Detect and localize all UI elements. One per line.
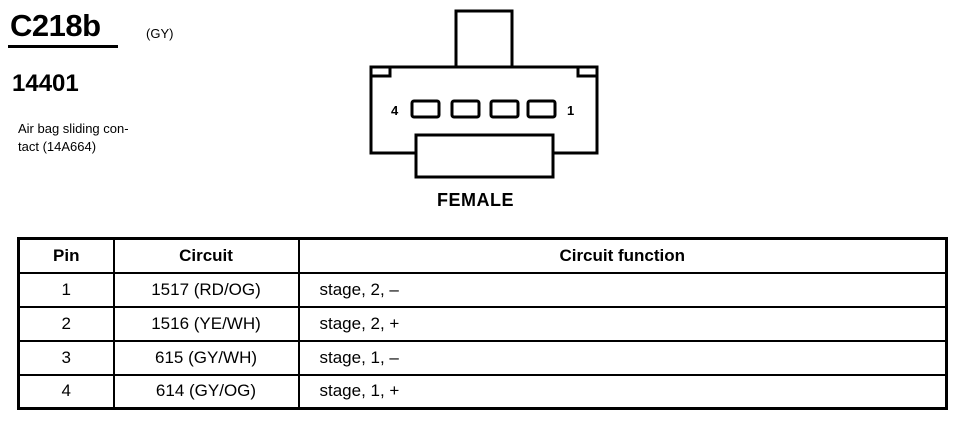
cell-pin: 2 bbox=[17, 305, 115, 342]
pin-cavity-3 bbox=[450, 99, 481, 119]
pin-label-right: 1 bbox=[567, 103, 574, 118]
pin-table: Pin Circuit Circuit function 1 1517 (RD/… bbox=[17, 237, 948, 410]
header-pin: Pin bbox=[17, 237, 115, 274]
description-line: tact (14A664) bbox=[18, 139, 97, 154]
table-row: 1 1517 (RD/OG) stage, 2, – bbox=[17, 271, 948, 308]
cell-pin: 3 bbox=[17, 339, 115, 376]
cell-pin: 1 bbox=[17, 271, 115, 308]
description-line: Air bag sliding con- bbox=[18, 121, 129, 136]
part-number: 14401 bbox=[12, 70, 79, 97]
cell-function: stage, 2, – bbox=[297, 271, 948, 308]
connector-description: Air bag sliding con- tact (14A664) bbox=[18, 120, 188, 156]
pin-cavity-4 bbox=[410, 99, 441, 119]
connector-key bbox=[414, 133, 555, 179]
pin-cavity-1 bbox=[526, 99, 557, 119]
cell-function: stage, 2, + bbox=[297, 305, 948, 342]
cell-circuit: 1516 (YE/WH) bbox=[112, 305, 300, 342]
connector-face-diagram: 4 1 bbox=[369, 9, 599, 179]
connector-id: C218b bbox=[10, 8, 101, 43]
cell-circuit: 1517 (RD/OG) bbox=[112, 271, 300, 308]
connector-id-underline bbox=[8, 45, 118, 48]
view-label: FEMALE bbox=[437, 190, 514, 210]
cell-pin: 4 bbox=[17, 373, 115, 410]
connector-latch bbox=[454, 9, 514, 69]
table-row: 2 1516 (YE/WH) stage, 2, + bbox=[17, 305, 948, 342]
cell-function: stage, 1, + bbox=[297, 373, 948, 410]
table-row: 4 614 (GY/OG) stage, 1, + bbox=[17, 373, 948, 410]
header-circuit: Circuit bbox=[112, 237, 300, 274]
cell-circuit: 614 (GY/OG) bbox=[112, 373, 300, 410]
connector-notch-left bbox=[371, 67, 392, 78]
pin-label-left: 4 bbox=[391, 103, 399, 118]
table-header-row: Pin Circuit Circuit function bbox=[17, 237, 948, 274]
cell-function: stage, 1, – bbox=[297, 339, 948, 376]
table-row: 3 615 (GY/WH) stage, 1, – bbox=[17, 339, 948, 376]
connector-notch-right bbox=[576, 67, 597, 78]
connector-color-code: (GY) bbox=[146, 26, 174, 41]
header-circuit-function: Circuit function bbox=[297, 237, 948, 274]
pin-cavity-2 bbox=[489, 99, 520, 119]
cell-circuit: 615 (GY/WH) bbox=[112, 339, 300, 376]
